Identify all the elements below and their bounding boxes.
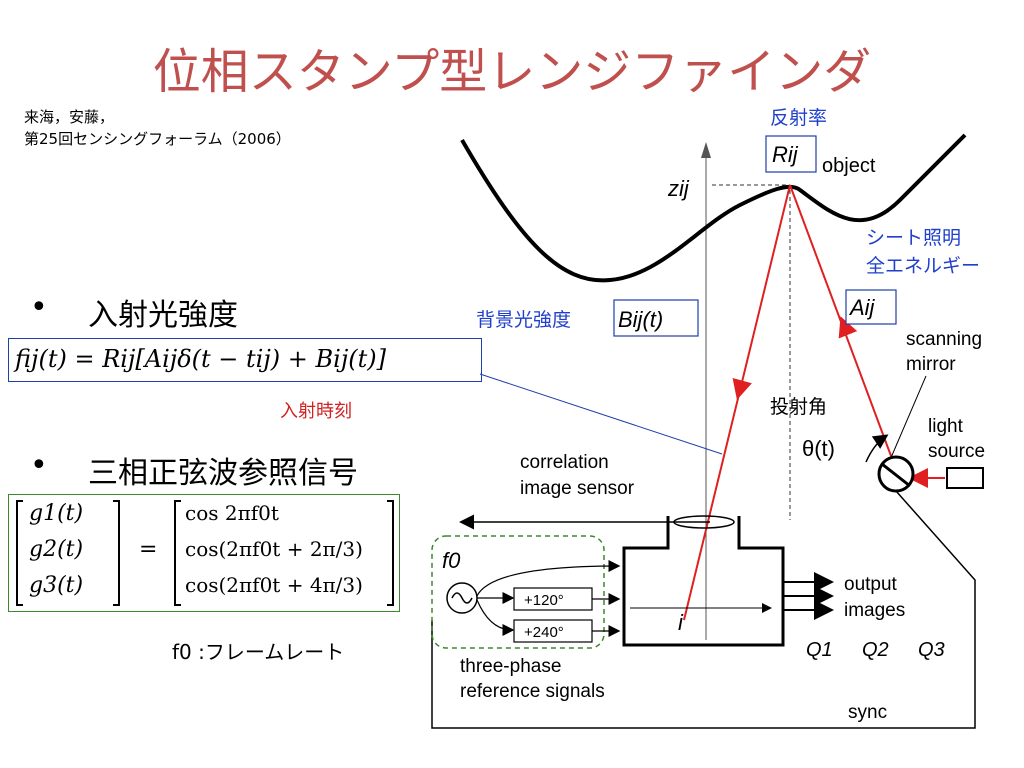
sine-wave-icon xyxy=(451,592,473,604)
background-box xyxy=(613,299,699,337)
reflected-beam xyxy=(683,184,791,621)
matrix-cos1: cos 2πf0t xyxy=(185,501,279,525)
q1-label: Q1 xyxy=(806,639,833,661)
reflectance-symbol: Rij xyxy=(772,142,799,167)
formula-box: fij(t) = Rij[Aijδ(t − tij) + Bij(t)] xyxy=(8,338,482,382)
phase0-line xyxy=(476,560,621,597)
bullet-three-phase-reference: 三相正弦波参照信号 xyxy=(88,456,358,491)
image-sensor-label: image sensor xyxy=(520,478,635,499)
bullet-marker-1: • xyxy=(30,290,48,325)
sensor-lens xyxy=(673,515,735,529)
zij-label: zij xyxy=(667,176,690,201)
matrix-equals: = xyxy=(139,537,158,562)
slide-title: 位相スタンプ型レンジファインダ xyxy=(152,44,872,100)
reference-signals-label: reference signals xyxy=(460,681,605,702)
sensor-housing xyxy=(622,516,785,647)
reference-signal-group xyxy=(431,535,605,649)
light-source-box xyxy=(946,467,984,489)
sync-loop xyxy=(431,490,976,729)
scanning-label: scanning xyxy=(906,329,982,350)
z-axis-arrowhead xyxy=(701,142,711,158)
source-label: source xyxy=(928,441,985,462)
output-label: output xyxy=(844,574,898,595)
three-phase-label: three-phase xyxy=(460,656,561,677)
incident-beam-arrow xyxy=(838,316,858,339)
projection-angle-label: 投射角 xyxy=(770,396,827,418)
frame-rate-note: f0 :フレームレート xyxy=(172,640,345,664)
q2-label: Q2 xyxy=(862,639,889,661)
phase240-in xyxy=(476,599,515,636)
images-label: images xyxy=(844,600,905,621)
reflectance-box xyxy=(765,135,817,173)
light-label: light xyxy=(928,416,964,437)
correlation-label: correlation xyxy=(520,452,609,473)
mirror-plate xyxy=(881,462,911,488)
sheet-illumination-label: シート照明 xyxy=(866,228,961,249)
background-jp-label: 背景光強度 xyxy=(476,309,571,331)
total-energy-label: 全エネルギー xyxy=(866,255,980,277)
matrix-g2: g2(t) xyxy=(29,537,84,562)
citation-venue: 第25回センシングフォーラム（2006） xyxy=(24,130,291,148)
phase120-label: +120° xyxy=(524,592,564,609)
bullet-marker-2: • xyxy=(30,448,48,483)
background-symbol: Bij(t) xyxy=(618,307,663,332)
pixel-i-label: i xyxy=(678,610,684,635)
reference-signal-matrix: g1(t) g2(t) g3(t) = cos 2πf0t cos(2πf0t … xyxy=(8,494,400,612)
angle-arc xyxy=(865,434,889,463)
mirror-pointer-line xyxy=(889,375,927,461)
bullet-incident-intensity: 入射光強度 xyxy=(88,298,238,333)
incident-intensity-formula: fij(t) = Rij[Aijδ(t − tij) + Bij(t)] xyxy=(15,345,386,373)
citation-authors: 来海，安藤， xyxy=(24,108,115,126)
a-box xyxy=(845,289,897,325)
object-surface-curve xyxy=(460,133,967,283)
matrix-brackets xyxy=(16,500,394,606)
phase240-label: +240° xyxy=(524,624,564,641)
f0-label: f0 xyxy=(442,548,461,573)
a-symbol: Aij xyxy=(848,295,876,320)
formula-connector-line xyxy=(479,373,723,455)
incidence-time-note: 入射時刻 xyxy=(280,401,352,422)
q3-label: Q3 xyxy=(918,639,945,661)
reflected-beam-arrow xyxy=(732,377,752,400)
matrix-g1: g1(t) xyxy=(29,501,84,526)
object-label: object xyxy=(822,155,876,177)
sync-label: sync xyxy=(848,702,887,723)
matrix-cos2: cos(2πf0t + 2π/3) xyxy=(185,537,363,561)
matrix-cos3: cos(2πf0t + 4π/3) xyxy=(185,573,363,597)
reflectance-jp-label: 反射率 xyxy=(770,107,827,129)
mirror-label: mirror xyxy=(906,354,956,375)
theta-label: θ(t) xyxy=(802,436,835,461)
matrix-g3: g3(t) xyxy=(29,573,84,598)
